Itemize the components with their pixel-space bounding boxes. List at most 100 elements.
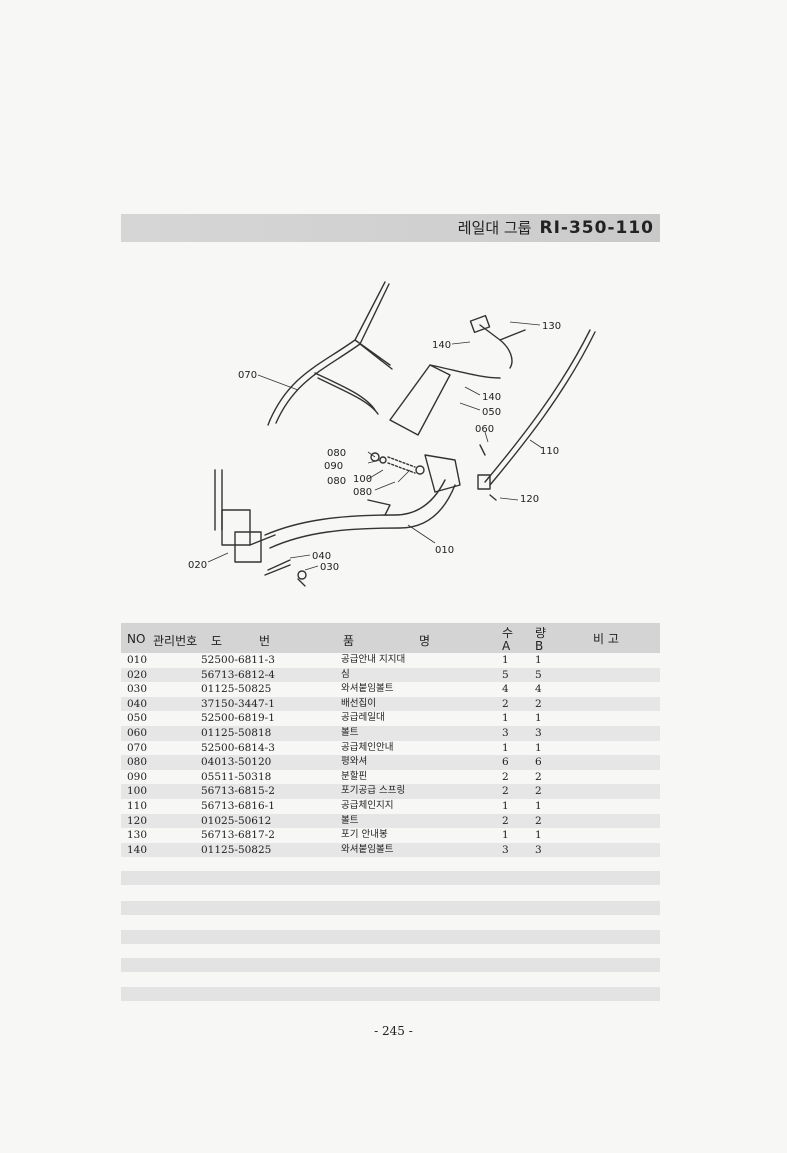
part-070-rail — [269, 281, 386, 421]
cell-qty-b: 2 — [535, 814, 542, 827]
empty-row-band — [121, 958, 660, 972]
cell-drawing-no: 01125-50818 — [201, 726, 272, 739]
callout: 030 — [320, 562, 339, 573]
cell-drawing-no: 01025-50612 — [201, 814, 272, 827]
callout: 090 — [324, 461, 343, 472]
cell-part-name: 배선집이 — [341, 697, 376, 709]
cell-qty-b: 3 — [535, 843, 542, 856]
cell-no: 120 — [127, 814, 148, 827]
cell-qty-b: 1 — [535, 829, 542, 842]
header-mgmt-no: 관리번호 — [153, 634, 198, 648]
header-qty-2: 량 — [535, 626, 547, 640]
cell-drawing-no: 04013-50120 — [201, 756, 272, 769]
cell-no: 040 — [127, 697, 148, 710]
cell-qty-a: 5 — [502, 668, 509, 681]
part-110-rod — [484, 329, 591, 483]
cell-no: 130 — [127, 829, 148, 842]
cell-drawing-no: 52500-6811-3 — [201, 654, 275, 666]
header-drawing-1: 도 — [211, 634, 223, 648]
empty-row-band — [121, 987, 660, 1001]
cell-drawing-no: 52500-6819-1 — [201, 712, 275, 725]
cell-no: 060 — [127, 726, 148, 739]
cell-drawing-no: 37150-3447-1 — [201, 697, 275, 710]
callout: 060 — [475, 424, 494, 435]
cell-qty-a: 2 — [502, 770, 509, 783]
callout: 110 — [540, 446, 559, 457]
cell-drawing-no: 01125-50825 — [201, 843, 272, 856]
callout: 140 — [432, 340, 451, 351]
cell-no: 090 — [127, 770, 148, 783]
cell-part-name: 와셔붙임볼트 — [341, 683, 394, 695]
cell-no: 030 — [127, 683, 148, 696]
header-qty-a: A — [502, 639, 511, 653]
cell-qty-a: 1 — [502, 712, 509, 725]
cell-qty-b: 5 — [535, 668, 542, 681]
callout: 080 — [353, 487, 372, 498]
callout: 130 — [542, 321, 561, 332]
cell-part-name: 공급체인안내 — [341, 741, 394, 753]
cell-qty-a: 2 — [502, 785, 509, 798]
callout: 120 — [520, 494, 539, 505]
callout: 040 — [312, 551, 331, 562]
cell-qty-a: 4 — [502, 683, 509, 696]
part-010-support — [264, 479, 446, 536]
cell-part-name: 와셔붙임볼트 — [341, 843, 394, 855]
cell-qty-b: 1 — [535, 654, 542, 666]
cell-drawing-no: 56713-6817-2 — [201, 829, 275, 842]
cell-no: 110 — [127, 799, 148, 812]
cell-qty-b: 1 — [535, 799, 542, 812]
cell-no: 050 — [127, 712, 148, 725]
header-qty-1: 수 — [502, 626, 514, 640]
cell-qty-b: 2 — [535, 785, 542, 798]
callout: 020 — [188, 560, 207, 571]
callout: 140 — [482, 392, 501, 403]
empty-row-band — [121, 901, 660, 915]
cell-part-name: 분할핀 — [341, 770, 368, 782]
cell-qty-b: 2 — [535, 770, 542, 783]
cell-qty-a: 1 — [502, 799, 509, 812]
table-row: 050 52500-6819-1 공급레일대 1 1 — [121, 711, 660, 726]
cell-part-name: 공급레일대 — [341, 712, 385, 724]
cell-no: 010 — [127, 654, 148, 666]
cell-qty-b: 1 — [535, 741, 542, 754]
parts-table: NO 관리번호 도 번 품 명 수 량 A B 비 고 010 52500-681… — [121, 623, 660, 858]
header-drawing-2: 번 — [259, 634, 271, 648]
parts-table-header: NO 관리번호 도 번 품 명 수 량 A B 비 고 — [121, 623, 660, 653]
callout-labels: 070 140 130 140 050 060 110 080 090 080 … — [188, 321, 561, 573]
header-qty-b: B — [535, 639, 544, 653]
cell-qty-a: 1 — [502, 654, 509, 666]
cell-no: 080 — [127, 756, 148, 769]
cell-drawing-no: 52500-6814-3 — [201, 741, 275, 754]
callout: 080 — [327, 448, 346, 459]
exploded-parts-diagram: 070 140 130 140 050 060 110 080 090 080 … — [180, 270, 620, 600]
empty-row-band — [121, 930, 660, 944]
header-name-2: 명 — [419, 634, 431, 648]
cell-part-name: 공급체인지지 — [341, 799, 394, 811]
cell-drawing-no: 56713-6815-2 — [201, 785, 275, 798]
cell-qty-b: 1 — [535, 712, 542, 725]
cell-qty-a: 2 — [502, 814, 509, 827]
cell-qty-b: 3 — [535, 726, 542, 739]
cell-no: 140 — [127, 843, 148, 856]
callout: 080 — [327, 476, 346, 487]
cell-no: 100 — [127, 785, 148, 798]
cell-qty-b: 2 — [535, 697, 542, 710]
header-name-1: 품 — [343, 634, 355, 648]
callout: 050 — [482, 407, 501, 418]
cell-qty-a: 1 — [502, 829, 509, 842]
cell-no: 070 — [127, 741, 148, 754]
cell-qty-a: 3 — [502, 726, 509, 739]
